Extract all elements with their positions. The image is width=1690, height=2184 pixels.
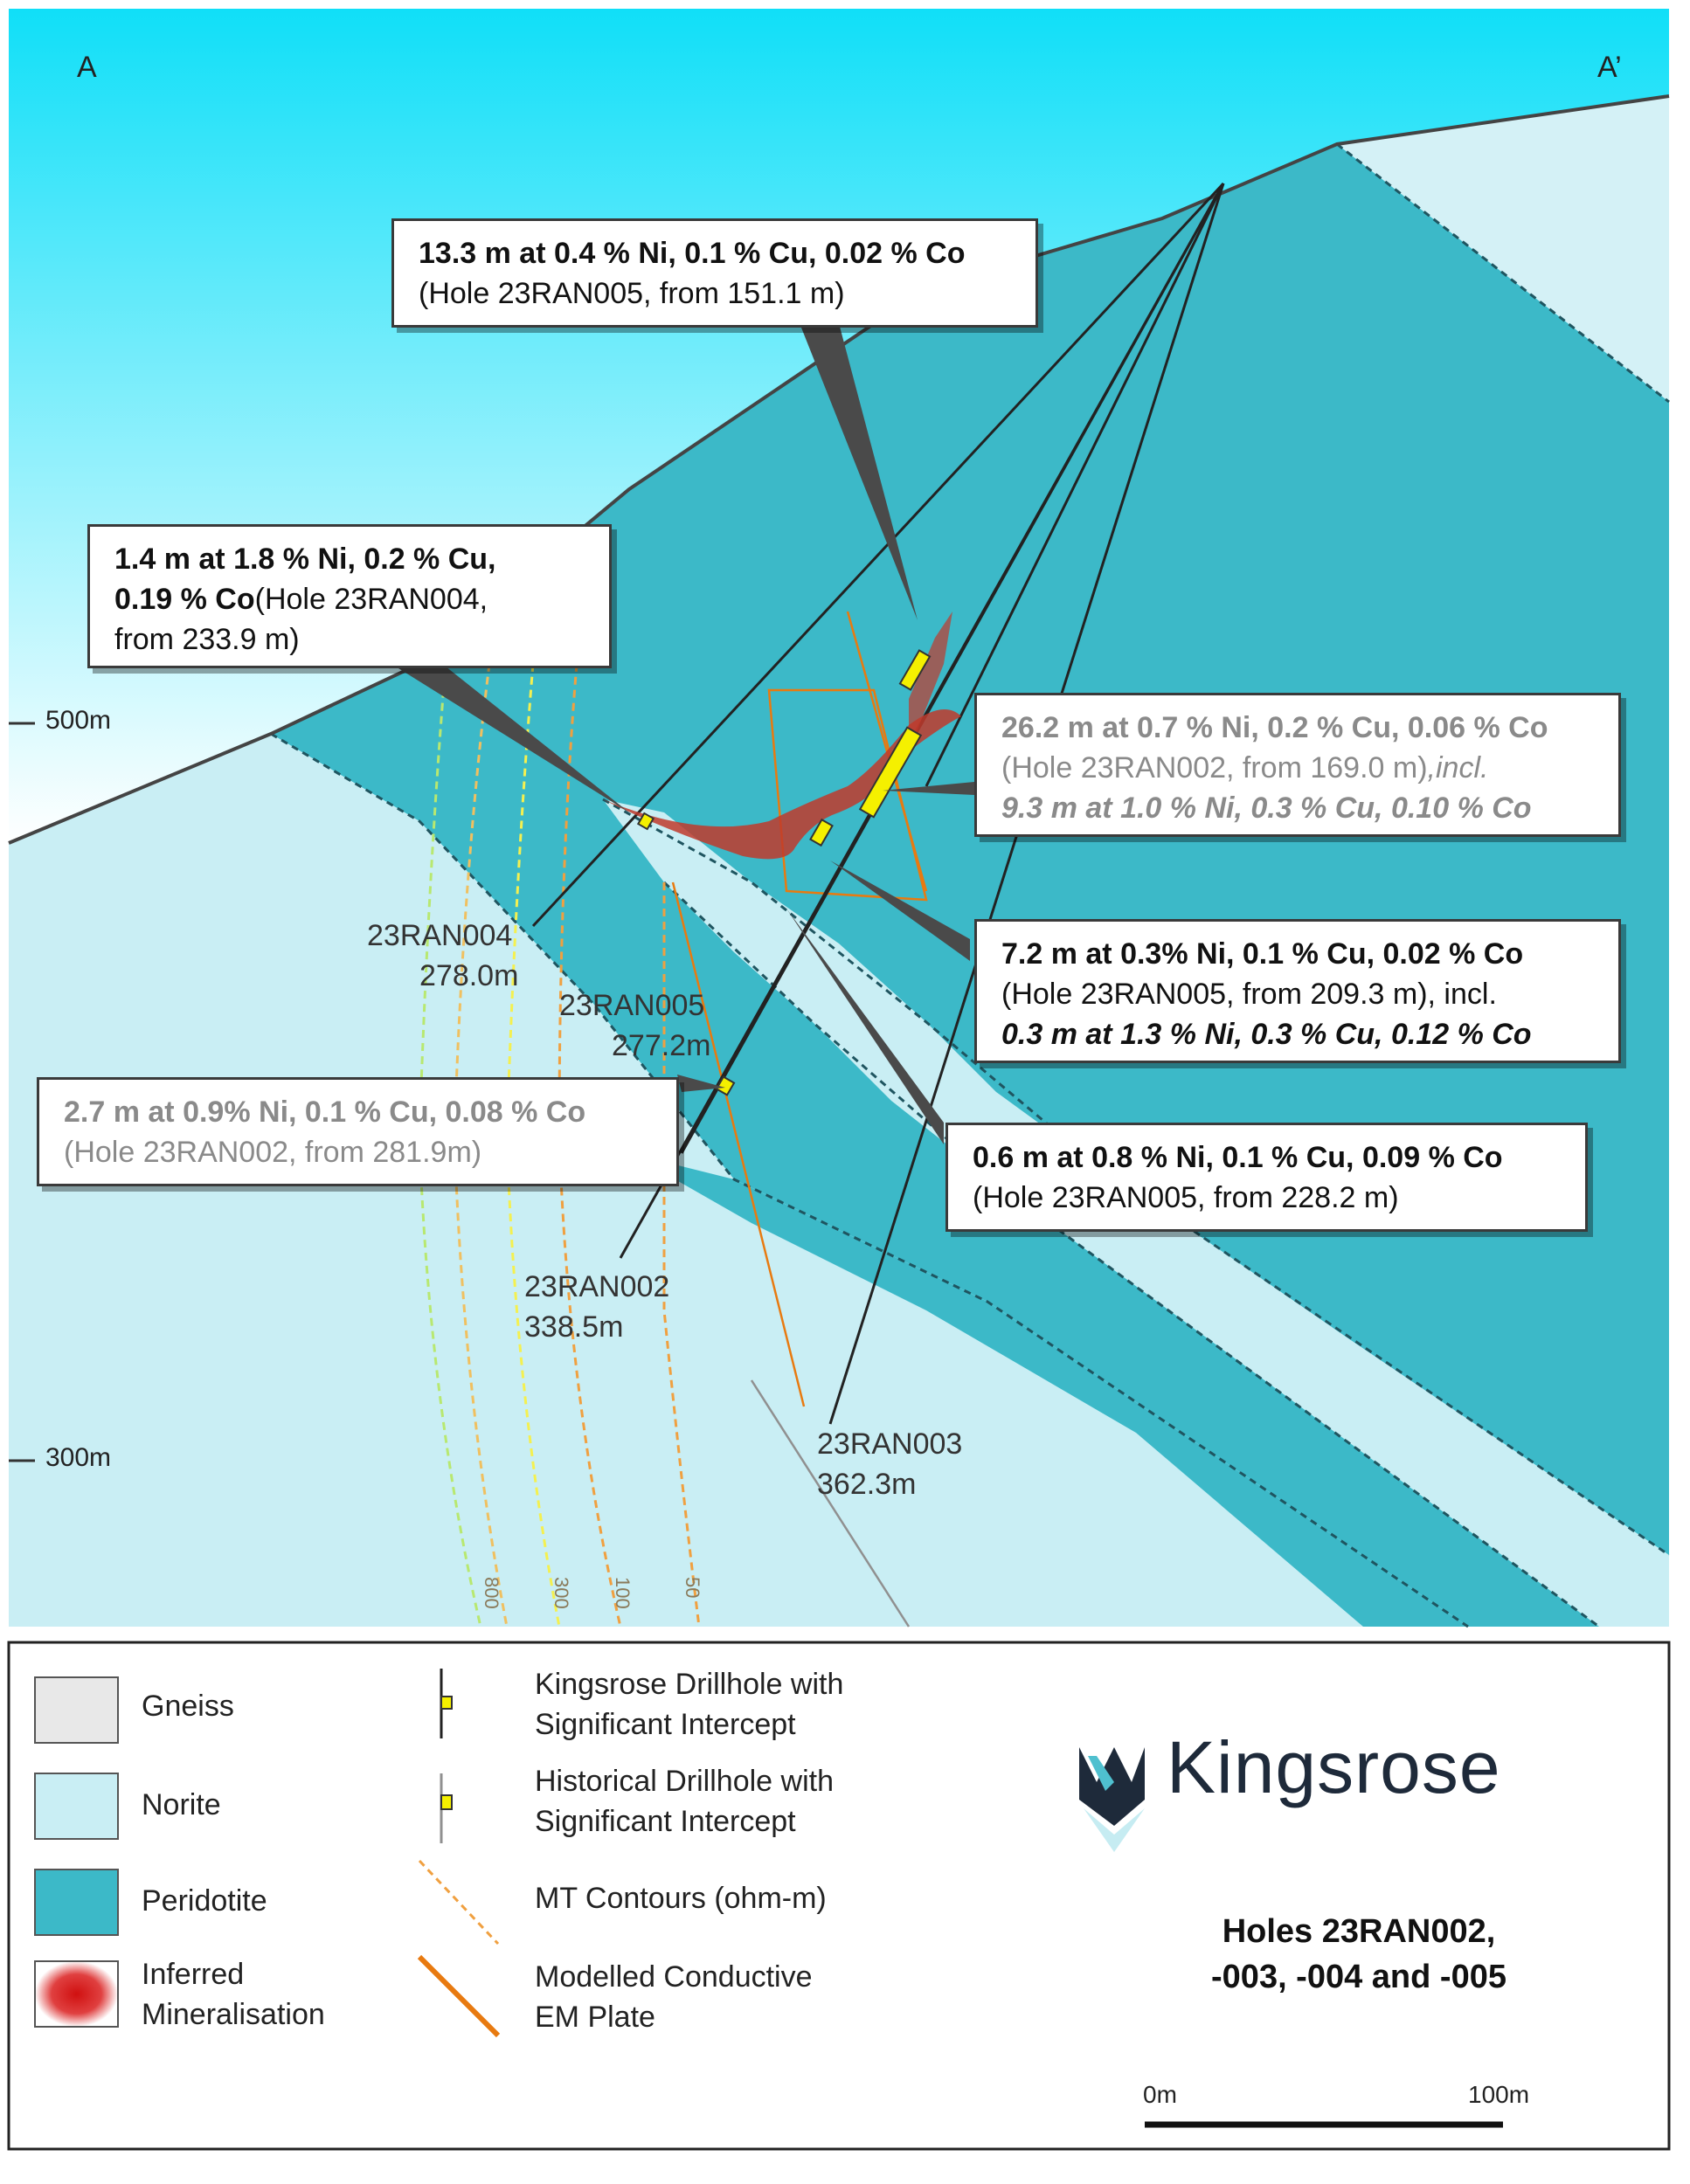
callout-23ran005-209m: 7.2 m at 0.3% Ni, 0.1 % Cu, 0.02 % Co (H… [974,919,1621,1063]
legend-swatch-peridotite [34,1869,119,1936]
inferred-mineralisation [603,709,961,860]
section-start-label: A [77,51,97,84]
gneiss-right [1337,96,1669,402]
kingsrose-logo-mark [1079,1747,1145,1852]
contour-label-100: 100 [612,1577,634,1609]
kingsrose-logo-text: Kingsrose [1167,1726,1501,1808]
legend-em-plate [417,1954,501,2038]
callout-pointers [384,323,974,1144]
contour-label-800: 800 [481,1577,502,1609]
historical-hole [750,1379,911,1628]
legend-swatch-mineralisation [34,1960,119,2028]
figure-title: Holes 23RAN002,-003, -004 and -005 [1211,1913,1506,1995]
callout-23ran005-228m: 0.6 m at 0.8 % Ni, 0.1 % Cu, 0.09 % Co (… [945,1123,1588,1232]
legend-norite-label: Norite [142,1788,221,1821]
contour-label-50: 50 [682,1577,703,1599]
legend-gneiss-label: Gneiss [142,1690,234,1723]
legend-frame [7,1641,1671,2151]
peridotite-band [271,144,1669,1627]
callout-23ran005-151m: 13.3 m at 0.4 % Ni, 0.1 % Cu, 0.02 % Co … [391,218,1038,328]
depth-label-300m: 300m [45,1443,112,1472]
callout-23ran004-233m: 1.4 m at 1.8 % Ni, 0.2 % Cu, 0.19 % Co(H… [87,524,612,668]
intercepts [636,649,932,1096]
scale-label-100m: 100m [1468,2081,1530,2108]
peridotite-lower-stripe [629,1153,1468,1627]
topography-line [8,94,1670,845]
callout-23ran002-281m: 2.7 m at 0.9% Ni, 0.1 % Cu, 0.08 % Co (H… [37,1077,679,1186]
legend-swatch-norite [34,1773,119,1840]
contact-lines [270,142,1670,1628]
depth-label-500m: 500m [45,706,112,735]
scale-label-0m: 0m [1143,2081,1177,2108]
callout-23ran002-169m: 26.2 m at 0.7 % Ni, 0.2 % Cu, 0.06 % Co … [974,693,1621,837]
section-end-label: A’ [1597,51,1622,84]
legend-peridotite-label: Peridotite [142,1884,267,1918]
legend-swatch-gneiss [34,1676,119,1744]
legend-mt-contour [418,1859,500,1946]
contour-label-300: 300 [551,1577,572,1609]
legend-mt-contours-label: MT Contours (ohm-m) [535,1882,827,1915]
